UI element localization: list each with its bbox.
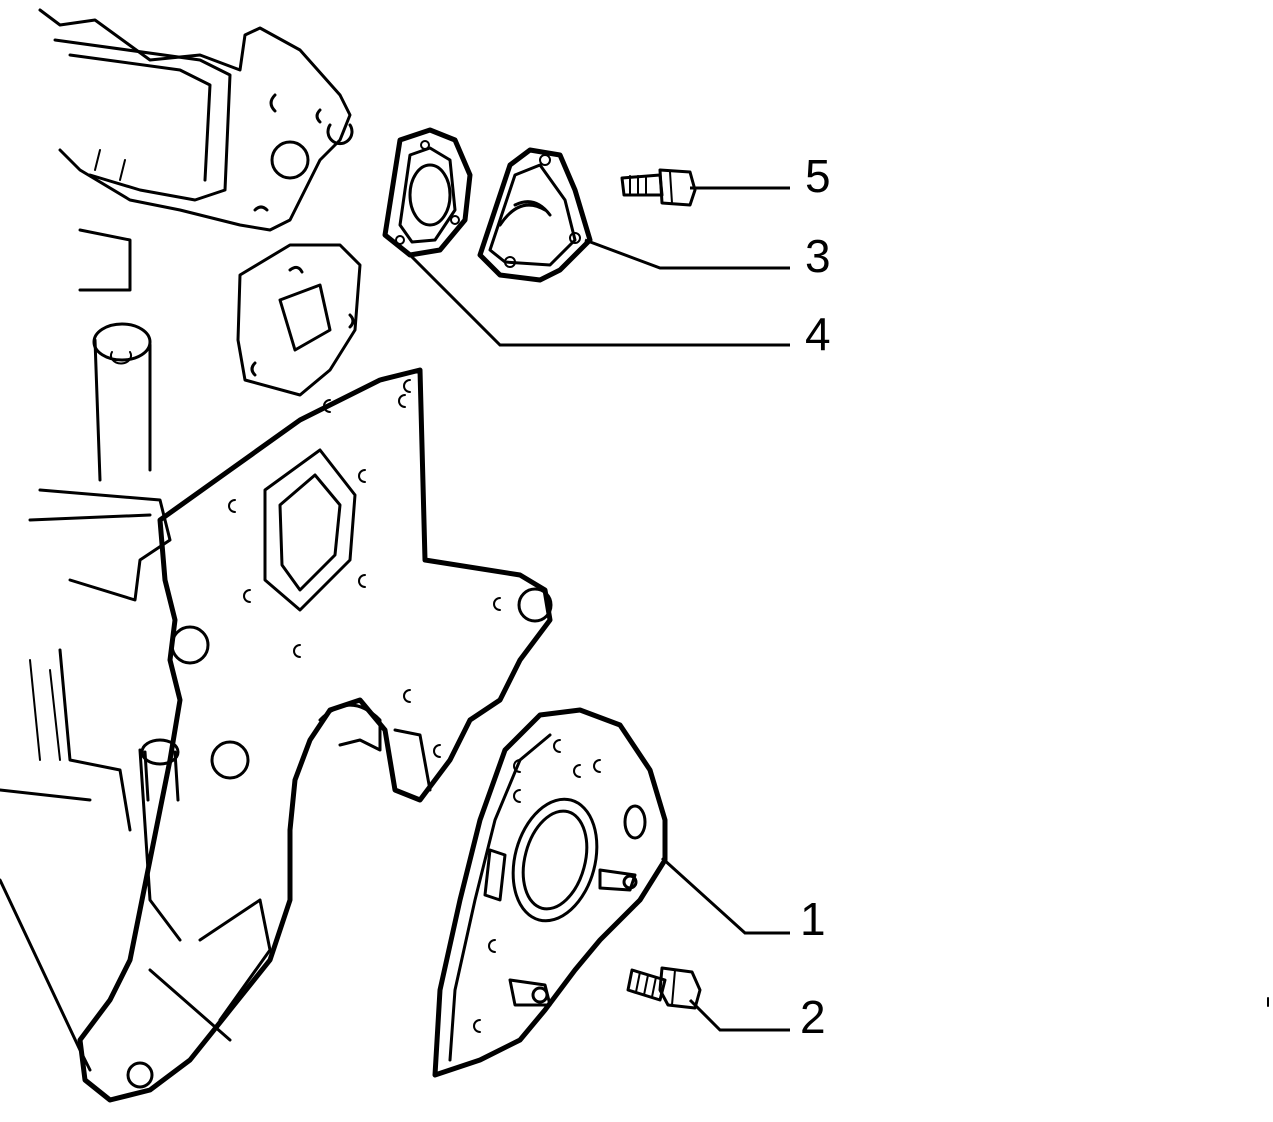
- bolt-part-5: [620, 168, 697, 207]
- engine-block-drawing: [0, 8, 553, 1103]
- gasket-part-4: [382, 127, 473, 258]
- callout-label-5: 5: [805, 150, 831, 202]
- callout-label-2: 2: [800, 991, 826, 1043]
- cover-plate-part-3: [477, 147, 593, 283]
- bolt-part-2: [626, 966, 702, 1010]
- leader-line-2: [688, 998, 790, 1032]
- seal-flange-part-1: [432, 707, 668, 1078]
- leader-lines: [408, 186, 790, 1032]
- leader-line-1: [660, 856, 790, 935]
- callout-label-1: 1: [800, 893, 826, 945]
- leader-line-4: [408, 253, 790, 347]
- callout-label-3: 3: [805, 230, 831, 282]
- callout-label-4: 4: [805, 308, 831, 360]
- leader-line-3: [584, 238, 790, 270]
